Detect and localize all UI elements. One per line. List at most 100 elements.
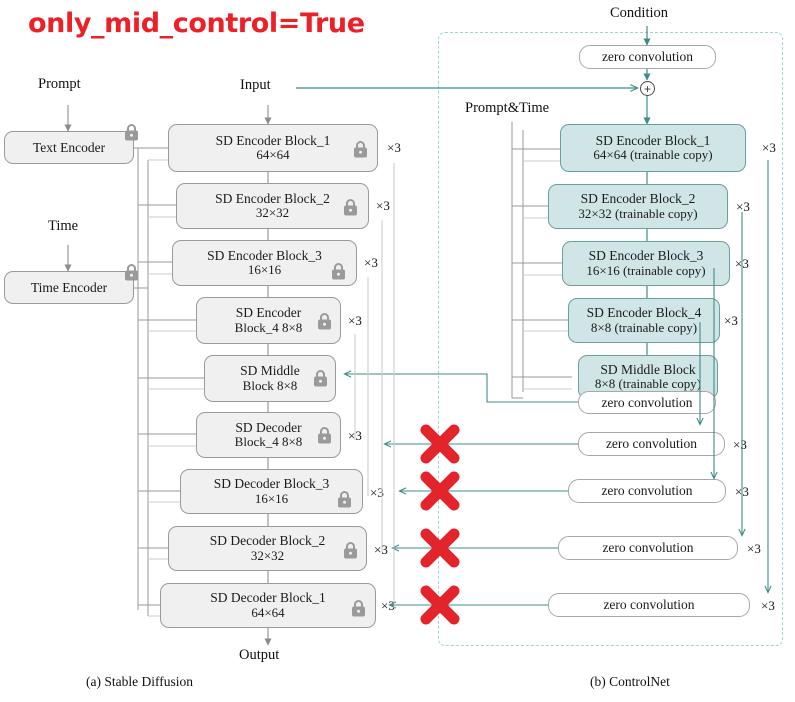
controlnet-main-chain (296, 26, 651, 355)
block-cn-encoder-2[interactable]: SD Encoder Block_2 32×32 (trainable copy… (548, 184, 728, 229)
block-line2: Block_4 8×8 (234, 434, 303, 450)
x3-cn-encoder-1: ×3 (762, 140, 776, 155)
prompt-time-bus-left (124, 147, 204, 617)
lock-icon (331, 263, 346, 280)
sd-main-chain (64, 105, 272, 646)
block-line2: 32×32 (250, 547, 285, 563)
block-zero-convolution-1[interactable]: zero convolution (578, 432, 725, 456)
label-time: Time (48, 218, 79, 234)
block-line2: 64×64 (trainable copy) (593, 147, 713, 163)
block-line1: SD Encoder Block_3 (207, 247, 322, 263)
block-sd-encoder-4[interactable]: SD Encoder Block_4 8×8 (196, 297, 341, 344)
label-condition: Condition (610, 5, 669, 21)
x-mark-decoder-3 (417, 468, 463, 514)
block-line2: 64×64 (251, 604, 285, 620)
block-line2: 8×8 (trainable copy) (594, 376, 702, 392)
lock-icon (343, 199, 358, 216)
page-title: only_mid_control=True (28, 8, 365, 39)
lock-icon (343, 542, 358, 559)
block-line1: SD Encoder Block_4 (586, 305, 702, 321)
block-sd-decoder-4[interactable]: SD Decoder Block_4 8×8 (196, 412, 341, 458)
block-line1: SD Decoder Block_2 (209, 533, 326, 549)
controlnet-region-border (438, 32, 783, 646)
block-label: zero convolution (601, 394, 693, 410)
label-output: Output (239, 647, 280, 663)
lock-icon (337, 491, 352, 508)
block-sd-decoder-1[interactable]: SD Decoder Block_1 64×64 (160, 583, 376, 628)
block-sd-decoder-3[interactable]: SD Decoder Block_3 16×16 (180, 469, 363, 514)
x-mark-decoder-4 (417, 421, 463, 467)
block-label: zero convolution (601, 483, 693, 499)
block-line2: Block 8×8 (242, 377, 298, 393)
block-label: zero convolution (602, 540, 694, 556)
block-line1: SD Decoder Block_3 (213, 476, 330, 492)
block-sd-encoder-2[interactable]: SD Encoder Block_2 32×32 (176, 183, 369, 229)
block-line2: 32×32 (255, 205, 290, 221)
block-label: zero convolution (605, 436, 698, 452)
block-line2: 16×16 (254, 490, 289, 506)
block-line1: SD Encoder Block_2 (580, 191, 696, 207)
x3-cn-encoder-4: ×3 (724, 313, 738, 328)
x3-zero-convolution-1: ×3 (733, 437, 747, 452)
x3-cn-encoder-2: ×3 (736, 199, 750, 214)
x3-sd-encoder-2: ×3 (376, 198, 390, 213)
block-line1: SD Encoder (235, 305, 302, 321)
block-line1: SD Encoder Block_1 (215, 132, 331, 148)
block-text-encoder[interactable]: Text Encoder (4, 124, 138, 164)
block-time-encoder[interactable]: Time Encoder (4, 264, 138, 304)
lock-icon (351, 600, 366, 617)
block-line2: 16×16 (247, 262, 282, 278)
block-sd-middle[interactable]: SD Middle Block 8×8 (204, 355, 336, 402)
prompt-time-bus-right (511, 122, 572, 399)
block-zero-convolution-mid[interactable]: zero convolution (578, 391, 716, 414)
sum-node-plus-icon: + (640, 81, 655, 96)
block-cn-encoder-3[interactable]: SD Encoder Block_3 16×16 (trainable copy… (562, 241, 730, 286)
caption-right: (b) ControlNet (590, 674, 670, 689)
block-line1: SD Decoder Block_1 (210, 590, 326, 606)
block-cn-encoder-4[interactable]: SD Encoder Block_4 8×8 (trainable copy) (568, 298, 720, 343)
block-line2: Block_4 8×8 (234, 319, 303, 335)
block-line1: SD Encoder Block_2 (215, 190, 330, 206)
x3-zero-convolution-4: ×3 (761, 598, 775, 613)
block-line1: SD Middle (240, 363, 300, 379)
block-zero-convolution-4[interactable]: zero convolution (548, 593, 750, 617)
mid-control-feedback (343, 370, 578, 403)
x3-sd-encoder-4: ×3 (348, 313, 362, 328)
block-zero-convolution-3[interactable]: zero convolution (558, 536, 738, 560)
block-line2: 64×64 (256, 147, 290, 163)
block-line1: SD Decoder (235, 419, 302, 435)
x3-sd-decoder-3: ×3 (370, 485, 384, 500)
block-zero-convolution-top[interactable]: zero convolution (579, 45, 716, 69)
lock-icon (313, 370, 328, 387)
label-input: Input (240, 77, 271, 93)
lock-icon (317, 427, 332, 444)
block-sd-decoder-2[interactable]: SD Decoder Block_2 32×32 (168, 526, 367, 571)
x-mark-decoder-2 (417, 525, 463, 571)
x3-sd-decoder-2: ×3 (374, 542, 388, 557)
block-line2: 8×8 (trainable copy) (590, 319, 698, 335)
block-line1: Time Encoder (30, 279, 108, 295)
x3-zero-convolution-3: ×3 (747, 541, 761, 556)
lock-icon (353, 141, 368, 158)
block-line1: SD Encoder Block_3 (588, 248, 704, 264)
lock-icon (124, 124, 139, 141)
block-line2: 32×32 (trainable copy) (578, 205, 698, 221)
x3-sd-encoder-1: ×3 (387, 140, 401, 155)
caption-left: (a) Stable Diffusion (86, 674, 193, 689)
block-sd-encoder-3[interactable]: SD Encoder Block_3 16×16 (172, 240, 357, 286)
block-line1: SD Encoder Block_1 (595, 132, 711, 148)
block-line2: 16×16 (trainable copy) (586, 262, 706, 278)
x-mark-decoder-1 (417, 582, 463, 628)
controlnet-x3-droplines (696, 160, 772, 594)
sd-skip-lines (354, 163, 395, 608)
label-prompt: Prompt (38, 76, 81, 92)
block-line1: SD Middle Block (600, 361, 696, 377)
block-label: zero convolution (603, 597, 695, 613)
block-sd-encoder-1[interactable]: SD Encoder Block_1 64×64 (168, 124, 378, 172)
block-cn-encoder-1[interactable]: SD Encoder Block_1 64×64 (trainable copy… (560, 124, 746, 172)
label-prompt-and-time: Prompt&Time (465, 100, 550, 116)
block-zero-convolution-2[interactable]: zero convolution (568, 479, 726, 503)
